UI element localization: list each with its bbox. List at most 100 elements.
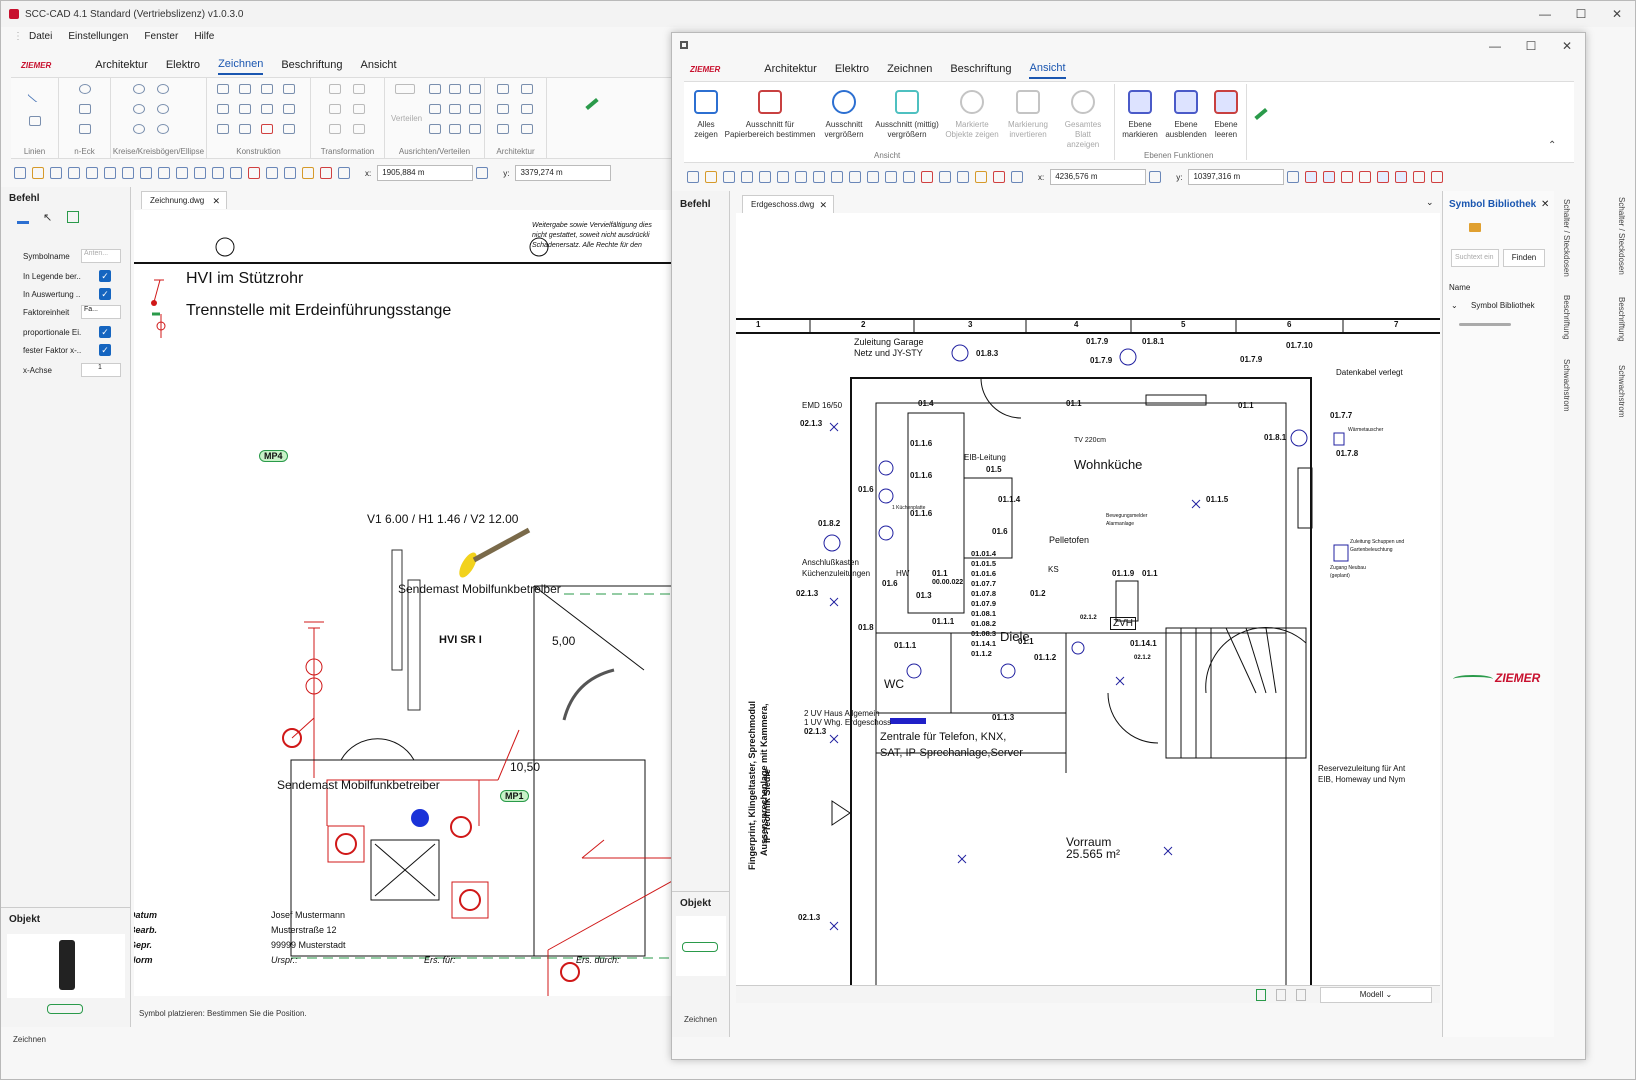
btn-ausschnitt-mittig[interactable]: Ausschnitt (mittig)vergrößern bbox=[872, 90, 942, 140]
rotate-tool-icon[interactable] bbox=[353, 84, 365, 94]
input-x-achse[interactable]: 1 bbox=[81, 363, 121, 377]
doc-tabs-dropdown-icon[interactable]: ⌄ bbox=[1426, 197, 1434, 207]
menu-datei[interactable]: Datei bbox=[29, 31, 53, 42]
zoom-icon[interactable] bbox=[230, 167, 242, 179]
window-tool-icon[interactable] bbox=[497, 104, 509, 114]
close-tab-icon[interactable]: ✕ bbox=[212, 196, 220, 206]
pdf-icon[interactable] bbox=[320, 167, 332, 179]
align-center-icon[interactable] bbox=[449, 84, 461, 94]
lines-tool-icon[interactable] bbox=[283, 124, 295, 134]
s-export-icon[interactable] bbox=[795, 171, 807, 183]
symbol-library-close-icon[interactable]: ✕ bbox=[1541, 199, 1550, 210]
new-file-icon[interactable] bbox=[14, 167, 26, 179]
circle-tool-icon[interactable] bbox=[133, 84, 145, 94]
second-minimize-button[interactable]: — bbox=[1489, 39, 1501, 53]
wall-tool-icon[interactable] bbox=[497, 84, 509, 94]
s-cut-icon[interactable] bbox=[939, 171, 951, 183]
arc2-tool-icon[interactable] bbox=[157, 104, 169, 114]
properties-tab-icon[interactable] bbox=[17, 221, 29, 224]
scale-tool-icon[interactable] bbox=[329, 104, 341, 114]
line-tool-icon[interactable] bbox=[27, 87, 43, 103]
tab-zeichnen[interactable]: Zeichnen bbox=[218, 55, 264, 75]
s-calculator-icon[interactable] bbox=[1149, 171, 1162, 183]
construct-tool-icon[interactable] bbox=[217, 84, 229, 94]
door-tool-icon[interactable] bbox=[521, 84, 533, 94]
symbol-library-find-button[interactable]: Finden bbox=[1503, 249, 1545, 267]
close-button[interactable]: ✕ bbox=[1611, 7, 1623, 21]
save-as-icon[interactable] bbox=[68, 167, 80, 179]
circle2-tool-icon[interactable] bbox=[133, 104, 145, 114]
s-select-icon[interactable] bbox=[849, 171, 861, 183]
main-drawing-canvas[interactable]: HVI im Stützrohr Trennstelle mit Erdeinf… bbox=[134, 210, 674, 996]
corner-tool-icon[interactable] bbox=[239, 124, 251, 134]
outer-side-tab-schwachstrom[interactable]: Schwachstrom bbox=[1617, 365, 1626, 418]
cut-icon[interactable] bbox=[266, 167, 278, 179]
ellipse-tool-icon[interactable] bbox=[133, 124, 145, 134]
align-left-icon[interactable] bbox=[429, 84, 441, 94]
checkbox-fester-faktor[interactable]: ✓ bbox=[99, 344, 111, 356]
tab-architektur[interactable]: Architektur bbox=[95, 59, 148, 71]
s-copy-icon[interactable] bbox=[957, 171, 969, 183]
coord-x-input[interactable]: 1905,884 m bbox=[377, 165, 474, 181]
s-print-icon[interactable] bbox=[759, 171, 771, 183]
s-calculator-y-icon[interactable] bbox=[1287, 171, 1300, 183]
symbol-library-search[interactable]: Suchtext ein bbox=[1451, 249, 1499, 267]
align-right-icon[interactable] bbox=[469, 84, 481, 94]
zoom-window-icon[interactable] bbox=[212, 167, 224, 179]
break-tool-icon[interactable] bbox=[261, 104, 273, 114]
rectangle-tool-icon[interactable] bbox=[79, 104, 91, 114]
second-tab-zeichnen[interactable]: Zeichnen bbox=[887, 63, 933, 75]
select-faktoreinheit[interactable]: Fa... bbox=[81, 305, 121, 319]
redo-icon[interactable] bbox=[158, 167, 170, 179]
s-new-file-icon[interactable] bbox=[687, 171, 699, 183]
paste-icon[interactable] bbox=[302, 167, 314, 179]
square-tool-icon[interactable] bbox=[79, 124, 91, 134]
second-tab-elektro[interactable]: Elektro bbox=[834, 63, 870, 75]
coord-y-input[interactable]: 3379,274 m bbox=[515, 165, 612, 181]
export-icon[interactable] bbox=[122, 167, 134, 179]
mirror-tool-icon[interactable] bbox=[353, 104, 365, 114]
undo-icon[interactable] bbox=[140, 167, 152, 179]
model-select[interactable]: Modell ⌄ bbox=[1320, 987, 1432, 1003]
floorplan-canvas[interactable]: 1 2 3 4 5 6 7 Zuleitung Garage Netz und … bbox=[736, 213, 1440, 985]
s-snap-icon[interactable] bbox=[1011, 171, 1023, 183]
move-tool-icon[interactable] bbox=[329, 84, 341, 94]
second-maximize-button[interactable]: ☐ bbox=[1525, 39, 1537, 53]
copy-icon[interactable] bbox=[284, 167, 296, 179]
checkbox-proportional[interactable]: ✓ bbox=[99, 326, 111, 338]
prop-input-symbolname[interactable]: Anten... bbox=[81, 249, 121, 263]
snap-nearest-icon[interactable] bbox=[1413, 171, 1426, 183]
panel-layout-icon[interactable] bbox=[67, 211, 79, 223]
second-close-button[interactable]: ✕ bbox=[1561, 39, 1573, 53]
array-tool-icon[interactable] bbox=[353, 124, 365, 134]
page-layout-icon[interactable] bbox=[1256, 989, 1266, 1001]
room-tool-icon[interactable] bbox=[497, 124, 509, 134]
align-bottom-icon[interactable] bbox=[469, 104, 481, 114]
polyline-tool-icon[interactable] bbox=[29, 116, 41, 126]
second-tab-beschriftung[interactable]: Beschriftung bbox=[950, 63, 1012, 75]
side-tab-schwachstrom[interactable]: Schwachstrom bbox=[1562, 359, 1571, 412]
second-tab-ansicht[interactable]: Ansicht bbox=[1029, 59, 1066, 79]
tab-elektro[interactable]: Elektro bbox=[165, 59, 201, 71]
menu-fenster[interactable]: Fenster bbox=[144, 31, 179, 42]
polygon-tool-icon[interactable] bbox=[79, 84, 91, 94]
zoom-extents-icon[interactable] bbox=[194, 167, 206, 179]
close-erdgeschoss-tab-icon[interactable]: ✕ bbox=[819, 200, 827, 210]
s-erase-icon[interactable] bbox=[921, 171, 933, 183]
snap-midpoint-icon[interactable] bbox=[1323, 171, 1336, 183]
chamfer-tool-icon[interactable] bbox=[261, 84, 273, 94]
s-paste-icon[interactable] bbox=[975, 171, 987, 183]
distribute-h-icon[interactable] bbox=[429, 124, 441, 134]
image-tool-icon[interactable] bbox=[521, 124, 533, 134]
calculator-icon[interactable] bbox=[476, 167, 489, 179]
doc-tab-zeichnung[interactable]: Zeichnung.dwg✕ bbox=[141, 191, 227, 209]
menu-einstellungen[interactable]: Einstellungen bbox=[68, 31, 129, 42]
s-undo-icon[interactable] bbox=[813, 171, 825, 183]
second-tab-architektur[interactable]: Architektur bbox=[764, 63, 817, 75]
group-objects-icon[interactable] bbox=[469, 124, 481, 134]
checkbox-legende[interactable]: ✓ bbox=[99, 270, 111, 282]
